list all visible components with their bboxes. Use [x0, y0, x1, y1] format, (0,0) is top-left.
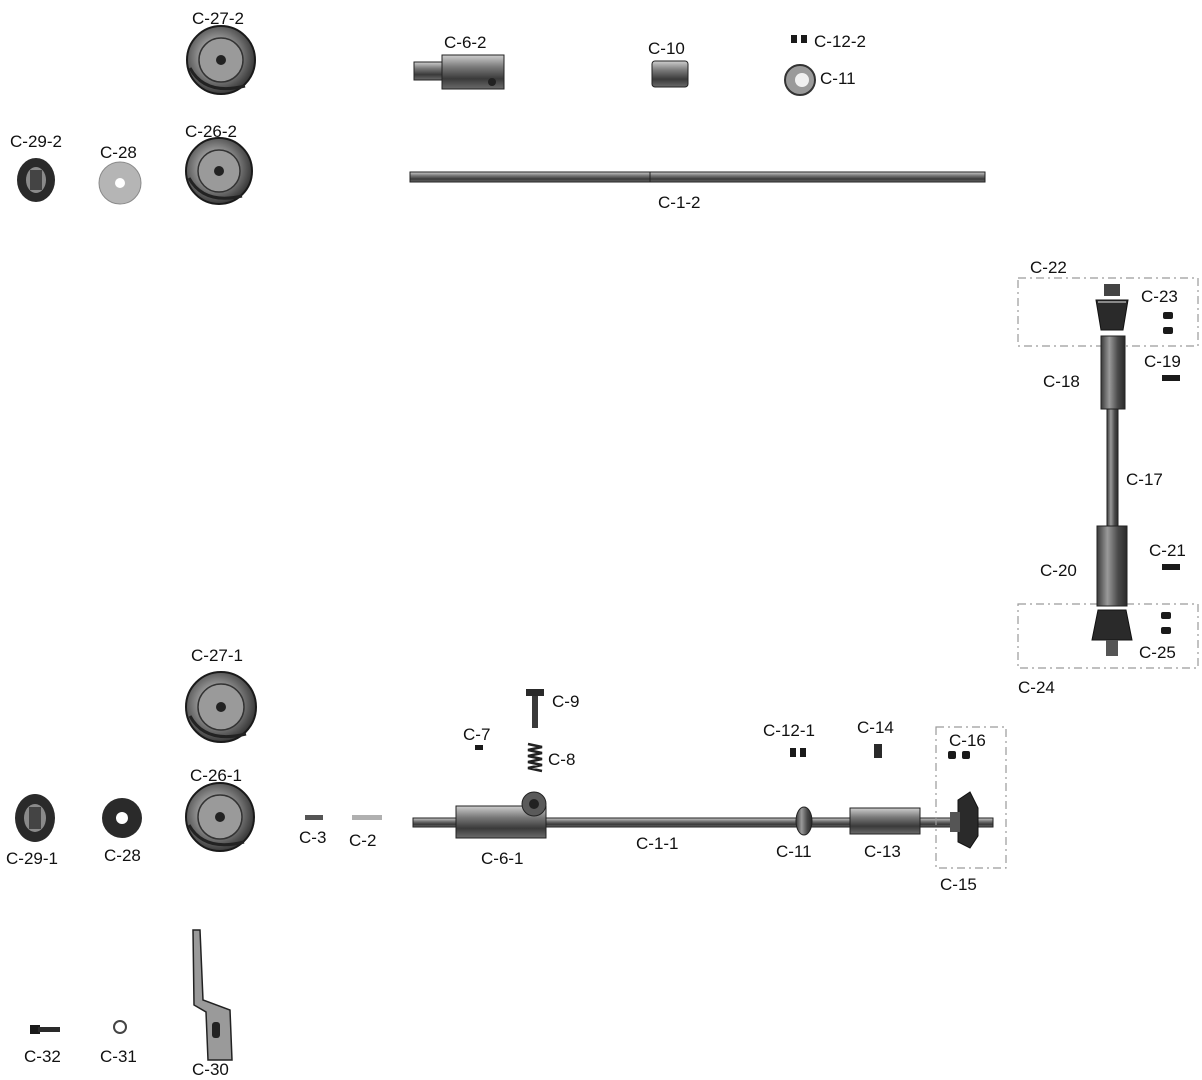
label-c-26-1: C-26-1	[190, 766, 242, 785]
bobbin-case-c-29-1	[15, 794, 55, 842]
label-c-26-2: C-26-2	[185, 122, 237, 141]
label-c-17: C-17	[1126, 470, 1163, 489]
label-c-1-1: C-1-1	[636, 834, 679, 853]
label-c-23: C-23	[1141, 287, 1178, 306]
washer-c-31	[113, 1020, 127, 1034]
label-c-30: C-30	[192, 1060, 229, 1079]
set-screw-c-21	[1162, 564, 1180, 570]
pin-c-3	[305, 815, 323, 820]
label-c-16: C-16	[949, 731, 986, 750]
washer-c-28-bottom	[102, 798, 142, 838]
set-screw-c-19	[1162, 375, 1180, 381]
dashed-box-c-15	[935, 726, 1007, 869]
label-c-28-top: C-28	[100, 143, 137, 162]
label-c-9: C-9	[552, 692, 579, 711]
label-c-19: C-19	[1144, 352, 1181, 371]
label-c-15: C-15	[940, 875, 977, 894]
sleeve-c-6-1	[455, 791, 547, 839]
lower-gear-c-24	[1091, 609, 1133, 656]
label-c-24: C-24	[1018, 678, 1055, 697]
sleeve-c-6-2	[413, 54, 505, 90]
shaft-c-1-1	[412, 817, 994, 828]
shaft-c-17	[1106, 408, 1119, 527]
set-screws-c-12-1	[790, 748, 806, 757]
collar-c-11-bottom	[795, 806, 813, 836]
label-c-6-1: C-6-1	[481, 849, 524, 868]
washer-c-28-top	[98, 161, 142, 205]
label-c-29-1: C-29-1	[6, 849, 58, 868]
label-c-3: C-3	[299, 828, 326, 847]
pin-c-2	[352, 815, 382, 820]
label-c-13: C-13	[864, 842, 901, 861]
screw-c-9	[526, 689, 544, 728]
label-c-21: C-21	[1149, 541, 1186, 560]
label-c-27-1: C-27-1	[191, 646, 243, 665]
label-c-25: C-25	[1139, 643, 1176, 662]
set-screws-c-12-2	[791, 35, 807, 43]
bushing-c-10	[651, 60, 689, 88]
label-c-28-bottom: C-28	[104, 846, 141, 865]
label-c-11-top: C-11	[820, 69, 856, 88]
label-c-32: C-32	[24, 1047, 61, 1066]
bushing-c-18	[1100, 335, 1126, 410]
spring-c-8	[527, 742, 543, 773]
label-c-8: C-8	[548, 750, 575, 769]
upper-gear-c-22	[1095, 284, 1129, 331]
collar-c-11-top	[784, 64, 816, 96]
label-c-11-bottom: C-11	[776, 842, 812, 861]
label-c-14: C-14	[857, 718, 894, 737]
set-screw-c-14	[874, 744, 882, 758]
labels: C-27-2 C-26-2 C-29-2 C-28 C-6-2 C-10 C-1…	[6, 9, 1186, 1079]
label-c-29-2: C-29-2	[10, 132, 62, 151]
bushing-c-20	[1096, 525, 1128, 607]
set-screws-c-23	[1163, 312, 1173, 334]
rotary-hook-c-27-1	[185, 671, 257, 743]
label-c-10: C-10	[648, 39, 685, 58]
label-c-31: C-31	[100, 1047, 137, 1066]
bushing-c-13	[849, 807, 921, 835]
label-c-20: C-20	[1040, 561, 1077, 580]
rotary-hook-c-26-2	[185, 137, 253, 205]
label-c-12-2: C-12-2	[814, 32, 866, 51]
plate-c-30	[192, 929, 233, 1061]
label-c-12-1: C-12-1	[763, 721, 815, 740]
rotary-hook-c-27-2	[186, 25, 256, 95]
label-c-7: C-7	[463, 725, 490, 744]
label-c-27-2: C-27-2	[192, 9, 244, 28]
bobbin-case-c-29-2	[17, 158, 55, 202]
label-c-2: C-2	[349, 831, 376, 850]
label-c-18: C-18	[1043, 372, 1080, 391]
label-c-6-2: C-6-2	[444, 33, 487, 52]
shaft-c-1-2	[409, 171, 986, 183]
screw-c-7	[475, 745, 483, 750]
gear-c-15	[950, 791, 979, 849]
label-c-1-2: C-1-2	[658, 193, 701, 212]
rotary-hook-c-26-1	[185, 782, 255, 852]
set-screws-c-25	[1161, 612, 1171, 634]
set-screws-c-16	[948, 751, 970, 759]
screw-c-32	[30, 1025, 60, 1034]
label-c-22: C-22	[1030, 258, 1067, 277]
